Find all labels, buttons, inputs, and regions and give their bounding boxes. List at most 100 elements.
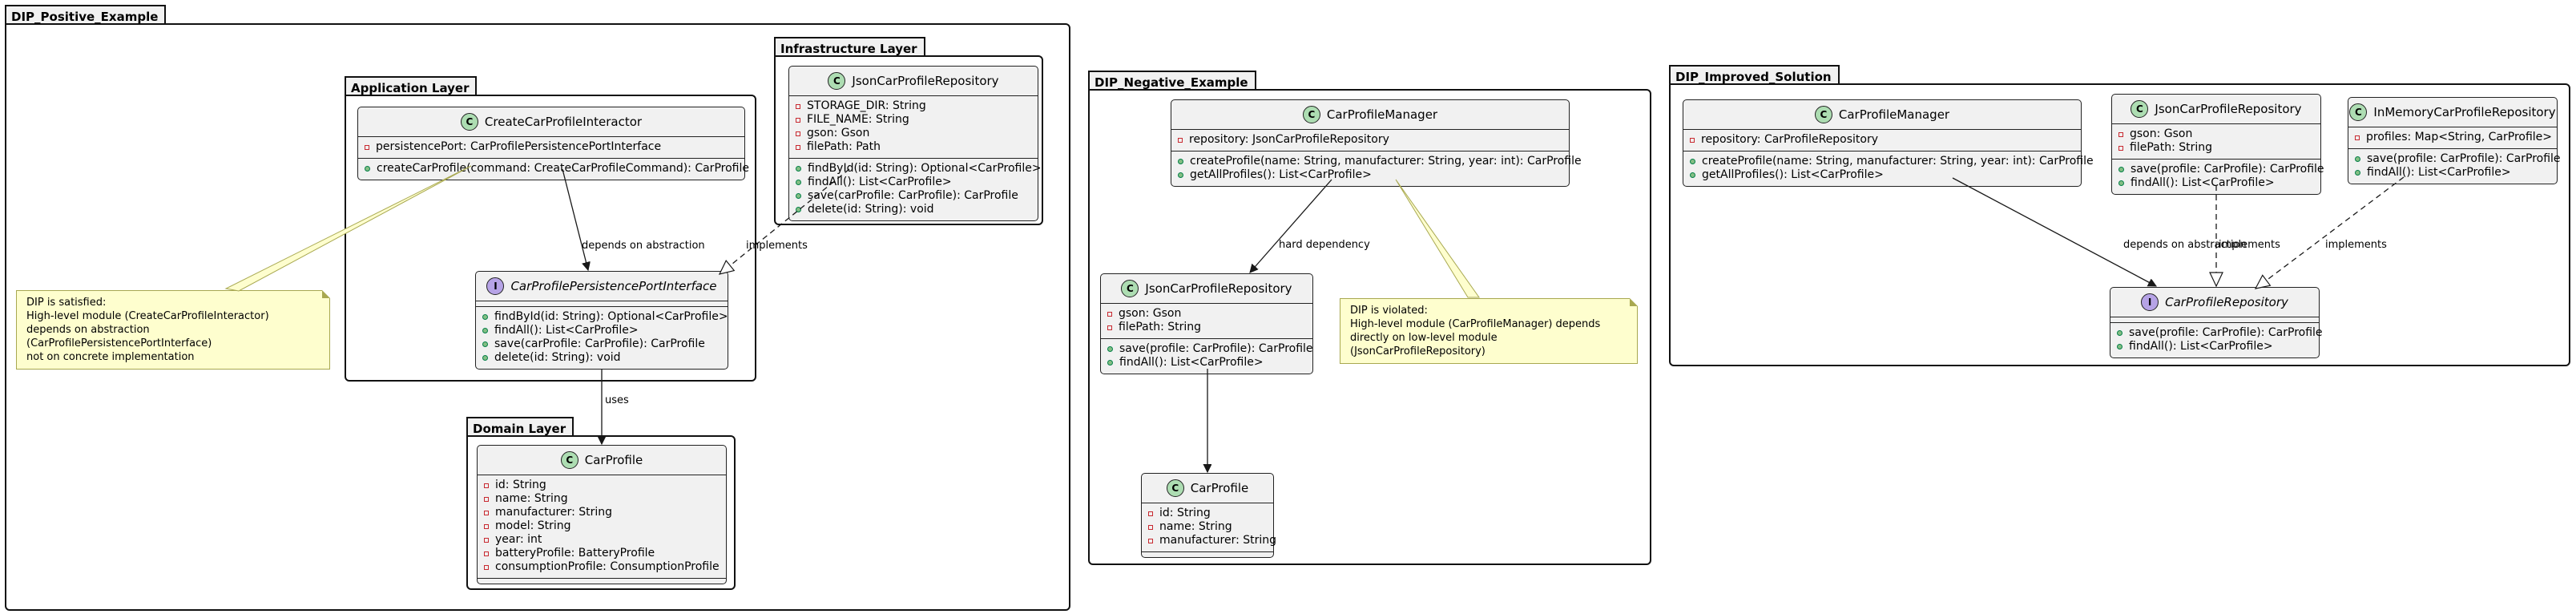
method-text: createCarProfile(command: CreateCarProfi…	[377, 162, 749, 175]
methods-section: findById(id: String): Optional<CarProfil…	[789, 159, 1042, 220]
attribute-row: id: String	[1148, 507, 1267, 520]
public-visibility-icon	[1107, 346, 1113, 352]
method-row: findAll(): List<CarProfile>	[2117, 340, 2312, 353]
note-dip-violated: DIP is violated: High-level module (CarP…	[1340, 298, 1638, 364]
class-name: CarProfileManager	[1326, 107, 1438, 122]
package-application	[345, 95, 756, 382]
note-line: directly on low-level module (JsonCarPro…	[1350, 332, 1498, 357]
private-visibility-icon	[2118, 145, 2123, 151]
private-visibility-icon	[1107, 325, 1112, 330]
method-row: save(profile: CarProfile): CarProfile	[2118, 163, 2324, 176]
attribute-text: year: int	[495, 533, 542, 546]
method-row: save(profile: CarProfile): CarProfile	[1107, 342, 1313, 356]
attribute-row: profiles: Map<String, CarProfile>	[2355, 131, 2552, 144]
method-row: findAll(): List<CarProfile>	[482, 324, 721, 337]
note-line: not on concrete implementation	[26, 351, 195, 363]
method-row: save(profile: CarProfile): CarProfile	[2117, 326, 2323, 340]
method-text: save(carProfile: CarProfile): CarProfile	[494, 337, 705, 350]
class-name: CarProfileRepository	[2165, 295, 2288, 309]
class-name: CarProfilePersistencePortInterface	[510, 279, 717, 293]
edge-label-depends-on-abstraction-improved: depends on abstraction	[2123, 239, 2247, 251]
method-text: save(profile: CarProfile): CarProfile	[2367, 152, 2561, 165]
private-visibility-icon	[2118, 131, 2123, 137]
attribute-row: name: String	[1148, 520, 1267, 534]
edge-label-uses: uses	[605, 394, 629, 406]
private-visibility-icon	[796, 131, 800, 136]
private-visibility-icon	[484, 564, 489, 570]
attribute-row: consumptionProfile: ConsumptionProfile	[484, 560, 720, 574]
attribute-text: filePath: String	[2130, 141, 2213, 154]
method-text: delete(id: String): void	[494, 351, 621, 364]
class-badge-icon: C	[828, 72, 846, 90]
edge-interactor-to-port	[562, 168, 588, 270]
public-visibility-icon	[482, 314, 488, 320]
note-fold-icon	[1630, 298, 1638, 306]
note-line: DIP is violated:	[1350, 305, 1428, 317]
attribute-text: FILE_NAME: String	[807, 113, 909, 126]
method-row: findAll(): List<CarProfile>	[1107, 356, 1306, 370]
method-text: findAll(): List<CarProfile>	[1119, 356, 1264, 369]
package-negative	[1088, 89, 1651, 565]
attribute-text: filePath: String	[1119, 321, 1202, 333]
attribute-text: filePath: Path	[807, 140, 881, 153]
attribute-row: batteryProfile: BatteryProfile	[484, 547, 720, 560]
class-badge-icon: C	[560, 451, 578, 469]
method-text: findById(id: String): Optional<CarProfil…	[494, 310, 728, 323]
method-text: save(profile: CarProfile): CarProfile	[1119, 342, 1313, 355]
method-text: save(profile: CarProfile): CarProfile	[2129, 326, 2323, 339]
attribute-row: persistencePort: CarProfilePersistencePo…	[365, 140, 738, 154]
class-badge-icon: C	[460, 113, 478, 131]
note-line: depends on abstraction (CarProfilePersis…	[26, 324, 212, 349]
private-visibility-icon	[484, 483, 489, 488]
attribute-text: gson: Gson	[1119, 307, 1182, 320]
public-visibility-icon	[1178, 172, 1183, 178]
public-visibility-icon	[2355, 170, 2360, 176]
public-visibility-icon	[796, 193, 801, 199]
attribute-text: name: String	[1159, 520, 1232, 533]
note-connector-violated	[1395, 179, 1480, 298]
class-badge-icon: C	[2349, 103, 2368, 121]
private-visibility-icon	[2355, 135, 2360, 140]
attributes-section: persistencePort: CarProfilePersistencePo…	[358, 137, 744, 159]
edge-infra-repo-implements-port	[718, 168, 850, 275]
private-visibility-icon	[365, 144, 369, 150]
method-row: save(carProfile: CarProfile): CarProfile	[796, 189, 1031, 203]
method-row: createProfile(name: String, manufacturer…	[1690, 155, 2094, 168]
class-name: CarProfileManager	[1838, 107, 1950, 122]
private-visibility-icon	[484, 496, 489, 502]
class-name: CarProfile	[1190, 481, 1249, 495]
package-tab-infrastructure: Infrastructure Layer	[774, 37, 925, 57]
methods-section: createCarProfile(command: CreateCarProfi…	[358, 159, 749, 180]
package-improved	[1669, 83, 2570, 366]
attribute-text: id: String	[1159, 507, 1211, 519]
method-text: getAllProfiles(): List<CarProfile>	[1190, 168, 1372, 181]
package-tab-negative: DIP_Negative_Example	[1088, 71, 1256, 91]
method-row: findAll(): List<CarProfile>	[2118, 176, 2314, 190]
attribute-row: name: String	[484, 492, 720, 506]
public-visibility-icon	[2118, 180, 2124, 186]
attribute-text: name: String	[495, 492, 568, 505]
class-badge-icon: C	[2131, 100, 2149, 118]
method-row: findAll(): List<CarProfile>	[2355, 166, 2550, 180]
private-visibility-icon	[1107, 311, 1112, 317]
public-visibility-icon	[2118, 167, 2124, 172]
edge-label-implements-inmemory: implements	[2325, 239, 2387, 251]
public-visibility-icon	[1690, 172, 1695, 178]
package-tab-application: Application Layer	[345, 76, 478, 96]
private-visibility-icon	[796, 144, 800, 150]
